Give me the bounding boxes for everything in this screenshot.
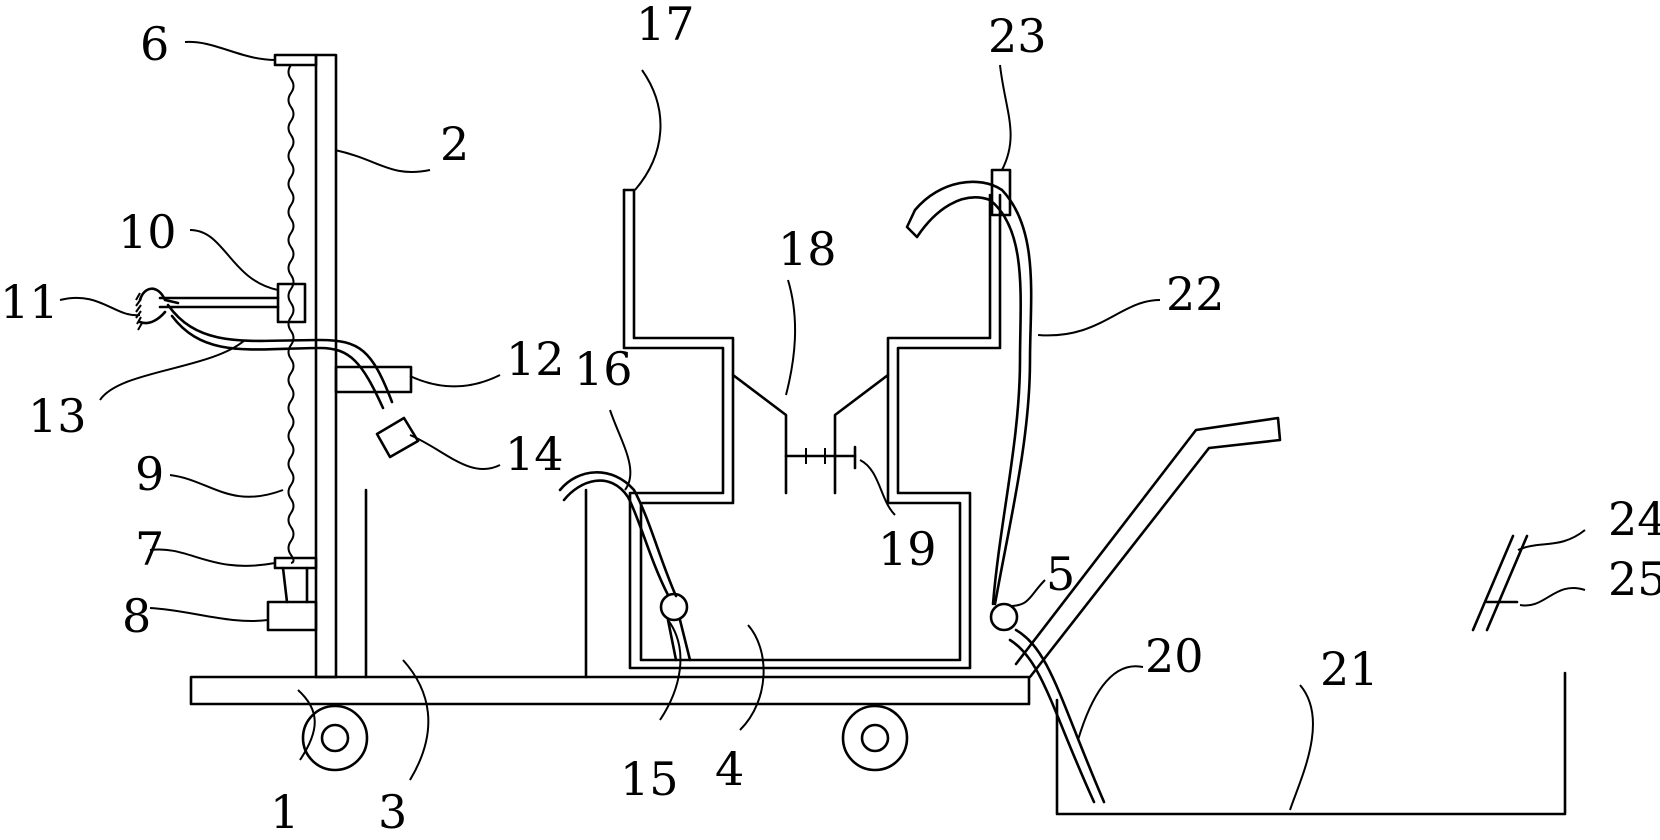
label-8: 8	[122, 589, 151, 643]
pump-5	[989, 602, 1019, 632]
tank-4	[622, 188, 1002, 670]
label-15: 15	[620, 752, 679, 806]
funnel	[731, 373, 890, 495]
nozzle-arm	[158, 296, 280, 309]
lower-bracket	[273, 556, 318, 570]
label-6: 6	[140, 17, 169, 71]
lead-screw	[287, 64, 295, 564]
vertical-column	[314, 53, 338, 679]
label-17: 17	[636, 0, 695, 51]
label-5: 5	[1046, 547, 1075, 601]
label-24: 24	[1608, 492, 1660, 546]
label-21: 21	[1320, 642, 1379, 696]
label-3: 3	[378, 785, 407, 839]
detail-lines	[1471, 534, 1529, 632]
label-11: 11	[0, 275, 59, 329]
nozzle-23	[990, 168, 1012, 217]
label-19: 19	[878, 522, 937, 576]
label-12: 12	[506, 332, 565, 386]
outlet-hose	[1008, 628, 1106, 804]
label-25: 25	[1608, 552, 1660, 606]
label-1: 1	[270, 785, 299, 839]
label-10: 10	[118, 205, 177, 259]
cart-base	[189, 675, 1031, 706]
motor	[266, 600, 318, 632]
label-16: 16	[574, 342, 633, 396]
label-22: 22	[1166, 267, 1225, 321]
tank-3	[364, 488, 588, 679]
hose-16	[558, 471, 678, 598]
valve	[784, 445, 857, 470]
spray-nozzle	[375, 416, 420, 459]
pump-15	[659, 592, 689, 622]
pump-15-pipe	[666, 618, 692, 662]
label-14: 14	[505, 427, 564, 481]
cart-handle	[1014, 416, 1282, 679]
label-23: 23	[988, 9, 1047, 63]
tray	[1055, 671, 1567, 816]
leader-lines	[59, 40, 1586, 811]
slider-block	[276, 282, 307, 324]
wheel-right	[841, 704, 909, 772]
label-9: 9	[135, 447, 164, 501]
label-4: 4	[715, 742, 744, 796]
label-20: 20	[1145, 629, 1204, 683]
label-7: 7	[135, 522, 164, 576]
label-18: 18	[778, 222, 837, 276]
hose-bracket	[334, 365, 413, 394]
motor-neck	[281, 566, 309, 604]
label-13: 13	[28, 389, 87, 443]
top-bracket	[273, 53, 318, 67]
label-2: 2	[440, 117, 469, 171]
hose	[166, 303, 394, 410]
wheel-left	[301, 704, 369, 772]
hose-22	[905, 180, 1033, 606]
